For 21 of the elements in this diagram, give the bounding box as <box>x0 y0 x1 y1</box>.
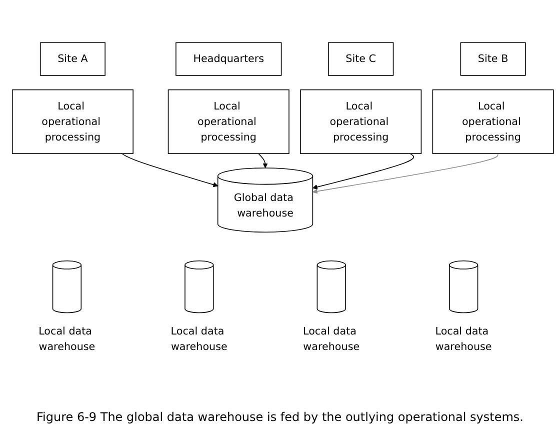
node-box: Local operational processing <box>300 89 422 154</box>
node-label: Local data warehouse <box>38 325 96 353</box>
node-label: Local data warehouse <box>303 325 360 353</box>
node-box: Headquarters <box>176 42 282 76</box>
node-cylinder <box>316 260 346 314</box>
node-cylinder <box>184 260 214 314</box>
node-box: Site B <box>460 42 526 76</box>
arrow <box>312 153 498 194</box>
node-box: Local operational processing <box>432 89 554 154</box>
node-box: Site A <box>40 42 106 76</box>
node-box: Site C <box>328 42 394 76</box>
arrow <box>312 153 414 190</box>
node-box: Local operational processing <box>12 89 134 154</box>
node-box: Local operational processing <box>168 89 290 154</box>
node-cylinder <box>449 260 478 314</box>
figure-caption: Figure 6-9 The global data warehouse is fed by the outlying operational systems. <box>36 409 524 426</box>
node-label: Local data warehouse <box>435 325 492 353</box>
arrow <box>122 153 218 188</box>
arrow <box>258 153 268 168</box>
node-cylinder <box>52 260 82 314</box>
node-label: Local data warehouse <box>170 325 228 353</box>
